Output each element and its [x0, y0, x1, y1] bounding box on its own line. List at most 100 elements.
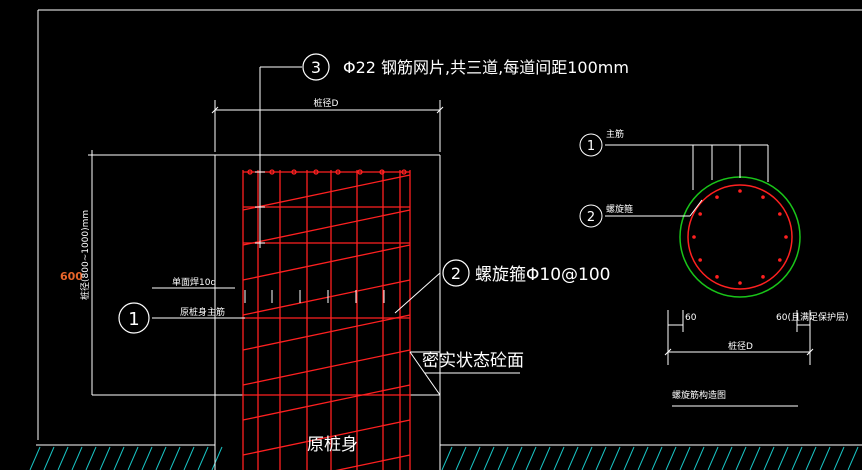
- section-dim-bottom: 桩径D: [728, 340, 753, 352]
- bar-end: [291, 169, 297, 175]
- section-main-bar: [738, 189, 742, 193]
- hatch-line: [567, 446, 579, 470]
- hatch-line: [155, 446, 167, 470]
- callout-2-number: 2: [451, 264, 461, 283]
- callout-2-marker: 2: [442, 259, 470, 287]
- drawing-frame: [37, 9, 862, 440]
- weld-label: 单面焊10d: [172, 276, 216, 288]
- section-main-bar: [784, 235, 788, 239]
- hatch-line: [211, 446, 223, 470]
- weld-marks: [244, 290, 385, 303]
- soil-hatch: [29, 446, 859, 470]
- hatch-line: [169, 446, 181, 470]
- hatch-line: [721, 446, 733, 470]
- hatch-line: [497, 446, 509, 470]
- hatch-line: [469, 446, 481, 470]
- hatch-line: [623, 446, 635, 470]
- hatch-line: [183, 446, 195, 470]
- spiral-bar: [242, 419, 411, 456]
- hatch-line: [581, 446, 593, 470]
- hatch-line: [141, 446, 153, 470]
- bar-end: [335, 169, 341, 175]
- hatch-line: [113, 446, 125, 470]
- pile-body-label: 原桩身: [307, 435, 358, 455]
- hatch-line: [679, 446, 691, 470]
- cover-circle: [679, 176, 801, 298]
- hatch-line: [651, 446, 663, 470]
- callout-3-marker: 3: [302, 53, 330, 81]
- hatch-line: [99, 446, 111, 470]
- bar-end: [379, 169, 385, 175]
- hatch-line: [43, 446, 55, 470]
- section-main-bar: [761, 195, 765, 199]
- hatch-line: [539, 446, 551, 470]
- spiral-bar: [242, 279, 411, 316]
- hatch-line: [71, 446, 83, 470]
- hatch-line: [57, 446, 69, 470]
- section-main-bar: [698, 258, 702, 262]
- section-main-num: 1: [587, 139, 595, 154]
- spiral-circle: [687, 184, 793, 290]
- section-dim-right: 60(且满足保护层): [776, 311, 848, 323]
- spiral-bar: [242, 209, 411, 246]
- section-leaders: [605, 144, 814, 407]
- hatch-line: [197, 446, 209, 470]
- hatch-line: [791, 446, 803, 470]
- callout-3-text: Φ22 钢筋网片,共三道,每道间距100mm: [343, 58, 629, 77]
- hatch-line: [511, 446, 523, 470]
- section-main-bar: [761, 275, 765, 279]
- section-main-bar: [738, 281, 742, 285]
- section-main-bar: [778, 258, 782, 262]
- bar-end: [247, 169, 253, 175]
- hatch-line: [777, 446, 789, 470]
- bar-end: [401, 169, 407, 175]
- hatch-line: [609, 446, 621, 470]
- top-width-dimension: [211, 100, 444, 152]
- hatch-line: [819, 446, 831, 470]
- section-main-bar: [692, 235, 696, 239]
- section-main-bar: [715, 195, 719, 199]
- hatch-line: [749, 446, 761, 470]
- spiral-bar: [335, 454, 411, 470]
- hatch-line: [85, 446, 97, 470]
- section-title: 螺旋筋构造图: [672, 389, 726, 401]
- hatch-line: [805, 446, 817, 470]
- hatch-line: [693, 446, 705, 470]
- section-detail: 1 主筋 2 螺旋箍 60 60(且满足保护层) 桩径D 螺旋筋构造图: [579, 128, 848, 407]
- height-highlight-value: 600: [60, 270, 83, 283]
- hatch-line: [595, 446, 607, 470]
- spiral-bar: [242, 384, 411, 421]
- section-main-bar: [778, 212, 782, 216]
- rebar-cage: [242, 169, 411, 470]
- spiral-bar: [242, 349, 411, 386]
- section-spiral-label: 螺旋箍: [606, 203, 633, 215]
- hatch-line: [483, 446, 495, 470]
- callout-1-marker: 1: [118, 302, 150, 334]
- hatch-line: [847, 446, 859, 470]
- leader-lines: [152, 66, 520, 396]
- callout-1-number: 1: [128, 309, 139, 330]
- spiral-bar: [242, 314, 411, 351]
- hatch-line: [127, 446, 139, 470]
- callout-2-text: 螺旋箍Φ10@100: [475, 265, 610, 285]
- top-width-label: 桩径D: [314, 97, 339, 109]
- main-bar-points: [692, 189, 788, 285]
- hatch-line: [525, 446, 537, 470]
- section-main-bar: [698, 212, 702, 216]
- height-dimension: [88, 150, 96, 395]
- callout-1-text: 原桩身主筋: [180, 306, 225, 318]
- hatch-line: [665, 446, 677, 470]
- hatch-line: [833, 446, 845, 470]
- hatch-line: [707, 446, 719, 470]
- hatch-line: [441, 446, 453, 470]
- height-dimension-text: 桩径(800~1000)mm: [79, 210, 91, 300]
- dense-concrete-label: 密实状态砼面: [422, 351, 524, 371]
- bar-end: [269, 169, 275, 175]
- hatch-line: [637, 446, 649, 470]
- section-dim-left: 60: [685, 313, 697, 323]
- section-main-label: 主筋: [606, 128, 624, 140]
- hatch-line: [29, 446, 41, 470]
- spiral-bar: [242, 174, 411, 211]
- spiral-bar: [242, 244, 411, 281]
